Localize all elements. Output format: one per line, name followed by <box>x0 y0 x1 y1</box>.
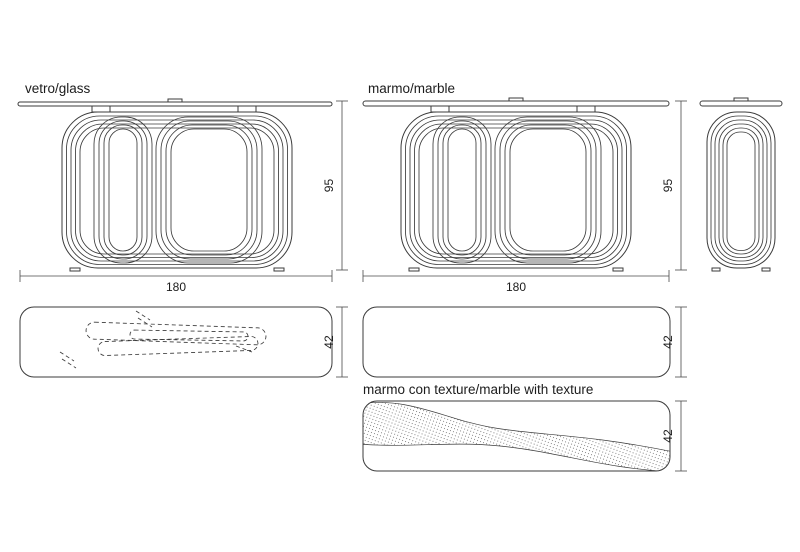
marble-label: marmo/marble <box>368 81 455 96</box>
foot <box>711 267 721 272</box>
base-ribbons-inner-right <box>494 116 602 264</box>
top-connector <box>91 105 111 113</box>
foot <box>408 267 420 272</box>
marble-top-plan-view <box>362 306 671 378</box>
depth-dimension-value: 42 <box>661 335 675 349</box>
foot <box>69 267 81 272</box>
base-ribbons-side <box>706 111 776 269</box>
width-dimension-marble: 180 <box>362 270 670 294</box>
width-dimension-value: 180 <box>166 280 186 294</box>
depth-dimension-marble-plan: 42 <box>661 306 687 378</box>
base-ribbons-inner-right <box>155 116 263 264</box>
foot <box>273 267 285 272</box>
depth-dimension-texture-plan: 42 <box>661 400 687 472</box>
depth-dimension-glass-plan: 42 <box>322 306 348 378</box>
height-dimension-glass: 95 <box>322 100 348 271</box>
base-ribbons-inner-left <box>93 116 153 264</box>
foot <box>761 267 771 272</box>
top-connector <box>576 105 596 113</box>
foot <box>612 267 624 272</box>
marble-texture-plan-view <box>362 400 671 472</box>
height-dimension-value: 95 <box>661 179 675 193</box>
glass-console-front-view <box>17 98 333 272</box>
height-dimension-value: 95 <box>322 179 336 193</box>
hidden-base-dashed <box>59 310 267 369</box>
top-connector <box>430 105 450 113</box>
marble-vein-texture <box>363 402 670 471</box>
height-dimension-marble: 95 <box>661 100 687 271</box>
marble-texture-label: marmo con texture/marble with texture <box>363 382 593 397</box>
tabletop-outline <box>362 306 671 378</box>
tabletop-edge <box>699 100 783 107</box>
base-ribbons-inner-left <box>432 116 492 264</box>
depth-dimension-value: 42 <box>661 429 675 443</box>
base-ribbons-outer <box>61 111 293 269</box>
glass-top-plan-view <box>19 306 333 378</box>
glass-label: vetro/glass <box>25 81 91 96</box>
marble-console-front-view <box>362 97 670 272</box>
top-connector <box>237 105 257 113</box>
console-side-view <box>699 97 783 272</box>
tabletop-outline <box>19 306 333 378</box>
marble-tabletop-edge <box>362 100 670 107</box>
base-ribbons-outer <box>400 111 632 269</box>
depth-dimension-value: 42 <box>322 335 336 349</box>
glass-tabletop-edge <box>17 101 333 107</box>
width-dimension-glass: 180 <box>19 270 333 294</box>
width-dimension-value: 180 <box>506 280 526 294</box>
